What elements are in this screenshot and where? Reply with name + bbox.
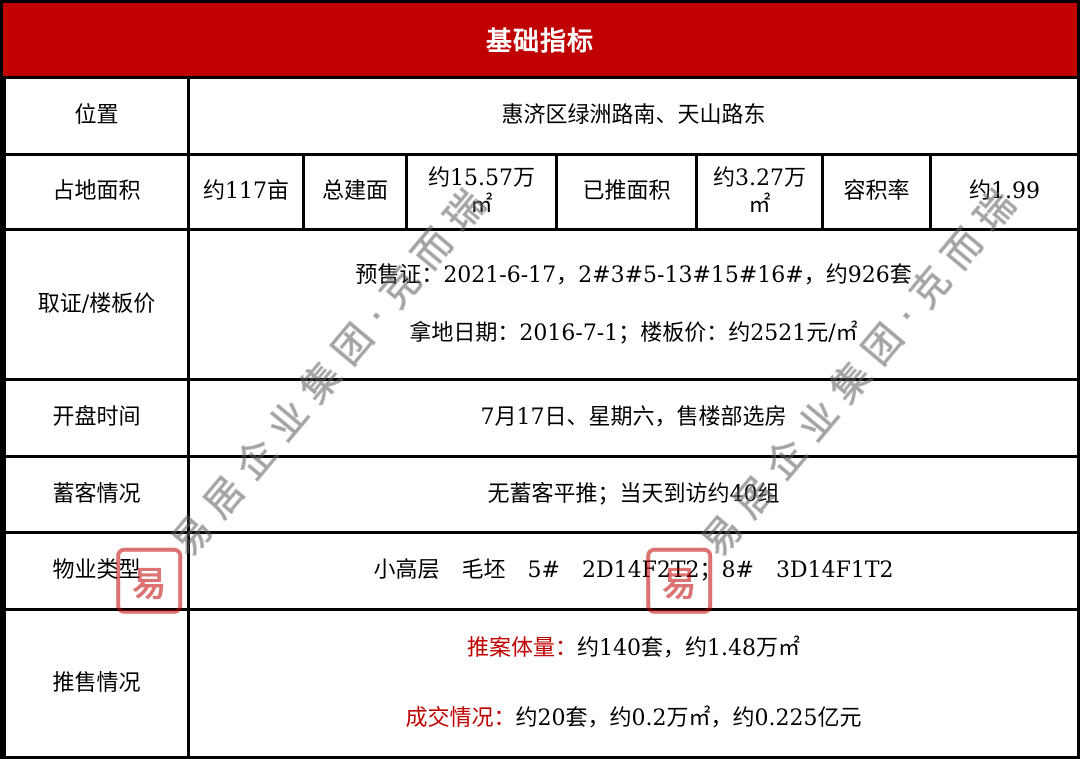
- sales-label: 推售情况: [3, 608, 190, 756]
- permit-value: 预售证：2021-6-17，2#3#5-13#15#16#，约926套 拿地日期…: [186, 228, 1077, 381]
- sales-deal-line: 成交情况：约20套，约0.2万㎡，约0.225亿元: [194, 705, 1073, 733]
- total-build-value-line1: 约15.57万: [428, 165, 535, 191]
- indicator-sheet: 基础指标 位置 惠济区绿洲路南、天山路东 占地面积 约117亩 总建面 约15.…: [3, 3, 1077, 756]
- far-value: 约1.99: [928, 153, 1077, 231]
- reserve-label: 蓄客情况: [3, 455, 190, 534]
- sales-volume-value: 约140套，约1.48万㎡: [577, 636, 801, 661]
- table-title: 基础指标: [3, 3, 1077, 76]
- location-value: 惠济区绿洲路南、天山路东: [186, 76, 1077, 156]
- total-build-value-unit: ㎡: [470, 193, 493, 218]
- sales-volume-line: 推案体量：约140套，约1.48万㎡: [194, 635, 1073, 663]
- launched-area-label: 已推面积: [555, 153, 698, 231]
- sales-volume-label: 推案体量：: [467, 636, 578, 661]
- indicator-table: 位置 惠济区绿洲路南、天山路东 占地面积 约117亩 总建面 约15.57万 ㎡…: [3, 76, 1077, 756]
- location-label: 位置: [3, 76, 190, 156]
- row-area: 占地面积 约117亩 总建面 约15.57万 ㎡ 已推面积 约3.27万 ㎡ 容…: [3, 153, 1077, 231]
- opening-value: 7月17日、星期六，售楼部选房: [186, 378, 1077, 458]
- sales-value: 推案体量：约140套，约1.48万㎡ 成交情况：约20套，约0.2万㎡，约0.2…: [186, 608, 1077, 756]
- property-value: 小高层 毛坯 5# 2D14F2T2；8# 3D14F1T2: [186, 531, 1077, 611]
- permit-label: 取证/楼板价: [3, 228, 190, 381]
- launched-area-value-line1: 约3.27万: [713, 165, 806, 191]
- total-build-label: 总建面: [302, 153, 408, 231]
- row-permit: 取证/楼板价 预售证：2021-6-17，2#3#5-13#15#16#，约92…: [3, 228, 1077, 381]
- sales-deal-label: 成交情况：: [405, 705, 516, 731]
- area-label: 占地面积: [3, 153, 190, 231]
- land-area-value: 约117亩: [187, 153, 305, 231]
- row-reserve: 蓄客情况 无蓄客平推；当天到访约40组: [3, 455, 1077, 534]
- total-build-value: 约15.57万 ㎡: [405, 153, 558, 231]
- launched-area-value-unit: ㎡: [748, 193, 771, 218]
- land-price-text: 拿地日期：2016-7-1；楼板价：约2521元/㎡: [409, 320, 858, 346]
- sales-deal-value: 约20套，约0.2万㎡，约0.225亿元: [515, 705, 862, 731]
- opening-label: 开盘时间: [3, 378, 190, 458]
- row-sales: 推售情况 推案体量：约140套，约1.48万㎡ 成交情况：约20套，约0.2万㎡…: [3, 608, 1077, 756]
- property-label: 物业类型: [3, 531, 190, 611]
- row-opening: 开盘时间 7月17日、星期六，售楼部选房: [3, 378, 1077, 458]
- reserve-value: 无蓄客平推；当天到访约40组: [186, 455, 1077, 534]
- launched-area-value: 约3.27万 ㎡: [695, 153, 824, 231]
- row-property: 物业类型 小高层 毛坯 5# 2D14F2T2；8# 3D14F1T2: [3, 531, 1077, 611]
- row-location: 位置 惠济区绿洲路南、天山路东: [3, 76, 1077, 156]
- far-label: 容积率: [821, 153, 932, 231]
- presale-permit-text: 预售证：2021-6-17，2#3#5-13#15#16#，约926套: [355, 263, 912, 288]
